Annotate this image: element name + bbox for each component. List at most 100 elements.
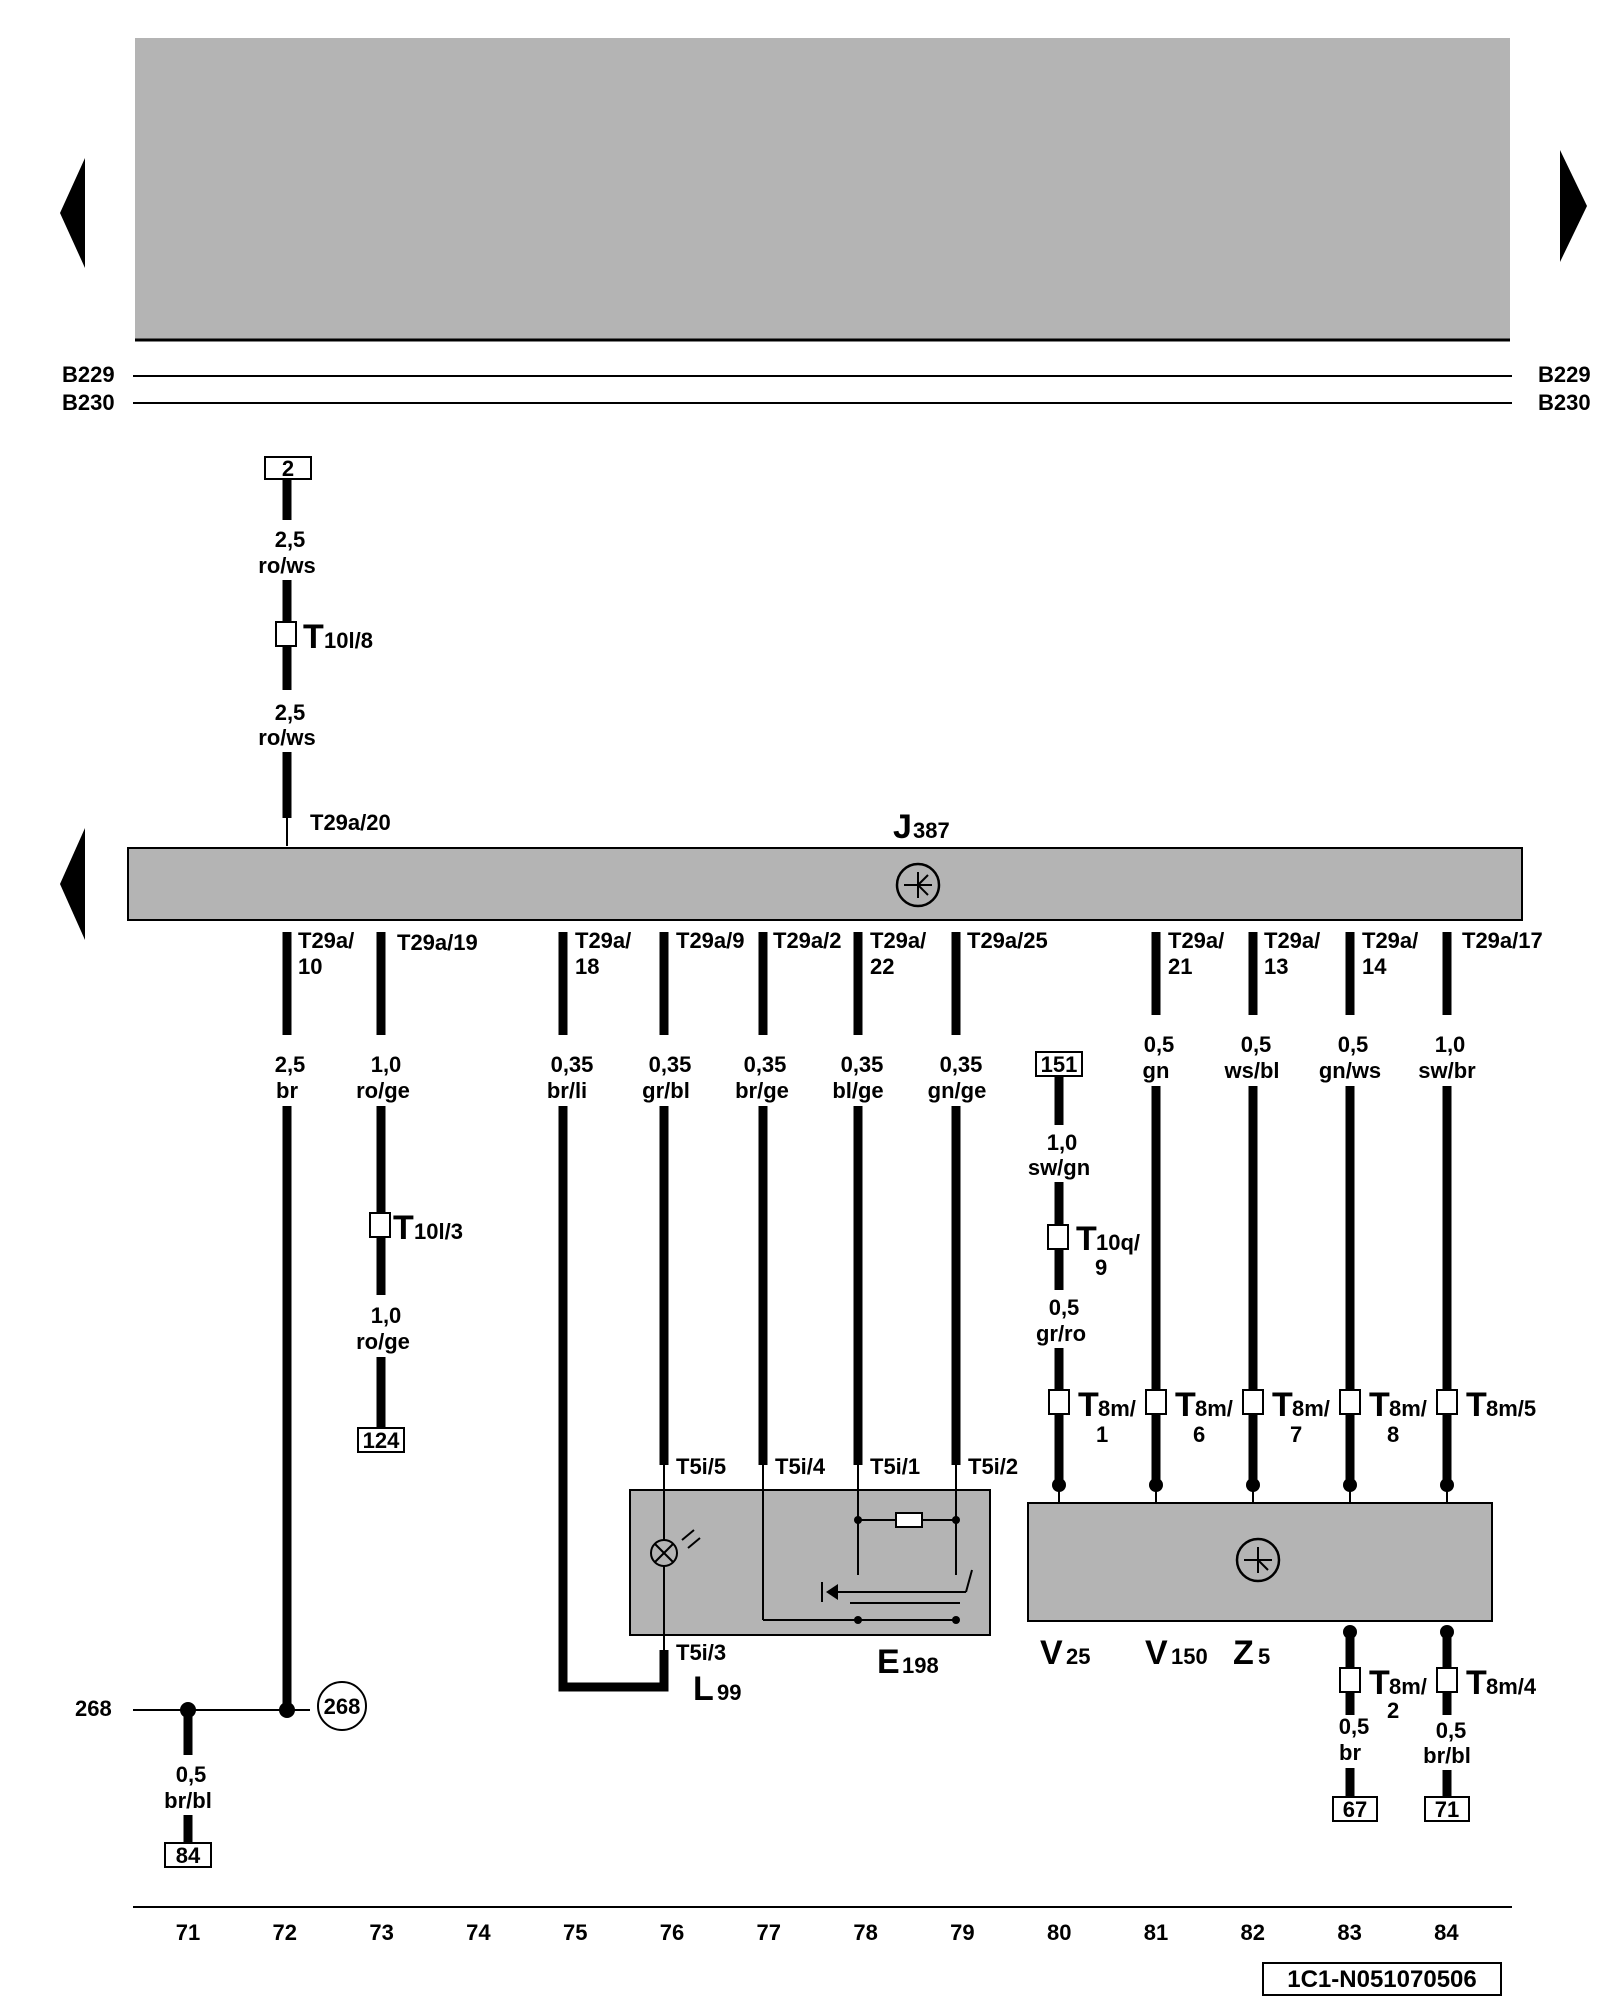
junction-dot bbox=[854, 1516, 862, 1524]
light-ray-icon bbox=[681, 1529, 695, 1541]
component-j387-label: J bbox=[893, 808, 912, 846]
ground-point-ref: 268 bbox=[324, 1694, 361, 1719]
connector-label: T bbox=[1466, 1664, 1487, 1702]
component-l99-label: L bbox=[693, 1670, 714, 1708]
wire-size: 1,0 bbox=[1435, 1032, 1466, 1057]
ref-box-71 bbox=[1424, 1796, 1470, 1822]
wire-color: gn/ge bbox=[928, 1078, 987, 1103]
connector-label: T bbox=[1272, 1386, 1293, 1424]
pin-label: T29a/25 bbox=[967, 928, 1048, 953]
connector-label-sub: 8m/ bbox=[1292, 1396, 1330, 1421]
connector-label: T bbox=[1466, 1386, 1487, 1424]
column-number: 71 bbox=[176, 1920, 200, 1945]
bus-label-b229: B229 bbox=[62, 362, 115, 387]
ref-71: 71 bbox=[1435, 1797, 1459, 1822]
wire-color: gn/ws bbox=[1319, 1058, 1381, 1083]
connector-label-sub: 10l/8 bbox=[324, 628, 373, 653]
ground-ref-label: 268 bbox=[75, 1696, 112, 1721]
electronic-symbol-icon bbox=[1235, 1537, 1281, 1583]
triangle-right-icon[interactable] bbox=[1560, 150, 1587, 262]
column-number: 73 bbox=[369, 1920, 393, 1945]
bulb-icon-cross bbox=[654, 1543, 674, 1563]
connector-label-num: 8 bbox=[1387, 1422, 1399, 1447]
doc-id: 1C1-N051070506 bbox=[1287, 1966, 1476, 1993]
column-number: 79 bbox=[950, 1920, 974, 1945]
wire-size: 0,35 bbox=[744, 1052, 787, 1077]
pin-label: T5i/5 bbox=[676, 1454, 726, 1479]
wire-size: 2,5 bbox=[275, 527, 306, 552]
light-ray-icon bbox=[687, 1537, 701, 1549]
wire-size: 0,5 bbox=[1241, 1032, 1272, 1057]
junction-dot bbox=[854, 1616, 862, 1624]
pin-label: T29a/ bbox=[1362, 928, 1418, 953]
top-gray-panel bbox=[135, 38, 1510, 340]
connector-t8m6-icon bbox=[1145, 1389, 1167, 1415]
connector-t8m7-icon bbox=[1242, 1389, 1264, 1415]
wire-size: 0,5 bbox=[1049, 1295, 1080, 1320]
connector-label-num: 1 bbox=[1096, 1422, 1108, 1447]
pin-label: T29a/9 bbox=[676, 928, 745, 953]
junction-dot bbox=[952, 1516, 960, 1524]
connector-label-sub: 8m/ bbox=[1195, 1396, 1233, 1421]
connector-label: T bbox=[1175, 1386, 1196, 1424]
triangle-left-icon[interactable] bbox=[60, 828, 85, 940]
connector-label: T bbox=[1078, 1386, 1099, 1424]
pin-labels: T29a/ 10 T29a/19 T29a/ 18 T29a/9 T29a/2 … bbox=[298, 928, 1543, 979]
connector-label-num: 2 bbox=[1387, 1698, 1399, 1723]
connector-label-sub: 8m/5 bbox=[1486, 1396, 1536, 1421]
wire-size: 0,35 bbox=[940, 1052, 983, 1077]
pin-label: T29a/20 bbox=[310, 810, 391, 835]
resistor-icon bbox=[895, 1512, 923, 1528]
column-number: 72 bbox=[273, 1920, 297, 1945]
connector-label-sub: 10l/3 bbox=[414, 1219, 463, 1244]
wire-size: 1,0 bbox=[371, 1303, 402, 1328]
connector-label-num: 7 bbox=[1290, 1422, 1302, 1447]
wire-size: 0,5 bbox=[176, 1762, 207, 1787]
component-v150-sub: 150 bbox=[1171, 1644, 1208, 1669]
wire-color: ro/ge bbox=[356, 1329, 410, 1354]
connector-label: T bbox=[1076, 1220, 1097, 1258]
column-number: 75 bbox=[563, 1920, 587, 1945]
wire-color: br bbox=[1339, 1740, 1361, 1765]
wire-color: sw/gn bbox=[1028, 1155, 1090, 1180]
connector-t10q-icon bbox=[1047, 1224, 1069, 1250]
column-number: 77 bbox=[757, 1920, 781, 1945]
connector-label-num: 6 bbox=[1193, 1422, 1205, 1447]
wire-size: 0,5 bbox=[1338, 1032, 1369, 1057]
pin-label: T29a/ bbox=[298, 928, 354, 953]
ref-151: 151 bbox=[1041, 1052, 1078, 1077]
pin-label: 21 bbox=[1168, 954, 1192, 979]
wire-size: 0,5 bbox=[1436, 1718, 1467, 1743]
ref-box-67 bbox=[1332, 1796, 1378, 1822]
column-number: 80 bbox=[1047, 1920, 1071, 1945]
connector-t10l3-icon bbox=[369, 1212, 391, 1238]
pin-label: T29a/2 bbox=[773, 928, 842, 953]
column-number: 84 bbox=[1434, 1920, 1459, 1945]
junction-dot bbox=[279, 1702, 295, 1718]
connector-label-sub: 8m/ bbox=[1389, 1674, 1427, 1699]
wire-color: ro/ws bbox=[258, 553, 315, 578]
wire-color: br/bl bbox=[164, 1788, 212, 1813]
wire-size: 1,0 bbox=[1047, 1130, 1078, 1155]
pin-label: T5i/3 bbox=[676, 1640, 726, 1665]
switch-contact-icon bbox=[965, 1569, 973, 1593]
pin-label: 18 bbox=[575, 954, 599, 979]
pin-label: T5i/2 bbox=[968, 1454, 1018, 1479]
wire-size: 0,35 bbox=[551, 1052, 594, 1077]
triangle-left-icon[interactable] bbox=[60, 158, 85, 268]
doc-id-box bbox=[1262, 1962, 1502, 1996]
wire-size: 0,35 bbox=[841, 1052, 884, 1077]
pin-label: T29a/ bbox=[1168, 928, 1224, 953]
connector-t8m1-icon bbox=[1048, 1389, 1070, 1415]
wire-color: gr/bl bbox=[642, 1078, 690, 1103]
component-z5-label: Z bbox=[1233, 1634, 1254, 1672]
pin-label: T29a/ bbox=[1264, 928, 1320, 953]
connector-t8m8-icon bbox=[1339, 1389, 1361, 1415]
wire-75-lower bbox=[558, 1106, 669, 1692]
pin-label: 14 bbox=[1362, 954, 1387, 979]
electronic-symbol-icon bbox=[895, 862, 941, 908]
column-number: 82 bbox=[1241, 1920, 1265, 1945]
bus-label-b229-right: B229 bbox=[1538, 362, 1591, 387]
wire-color: bl/ge bbox=[832, 1078, 883, 1103]
